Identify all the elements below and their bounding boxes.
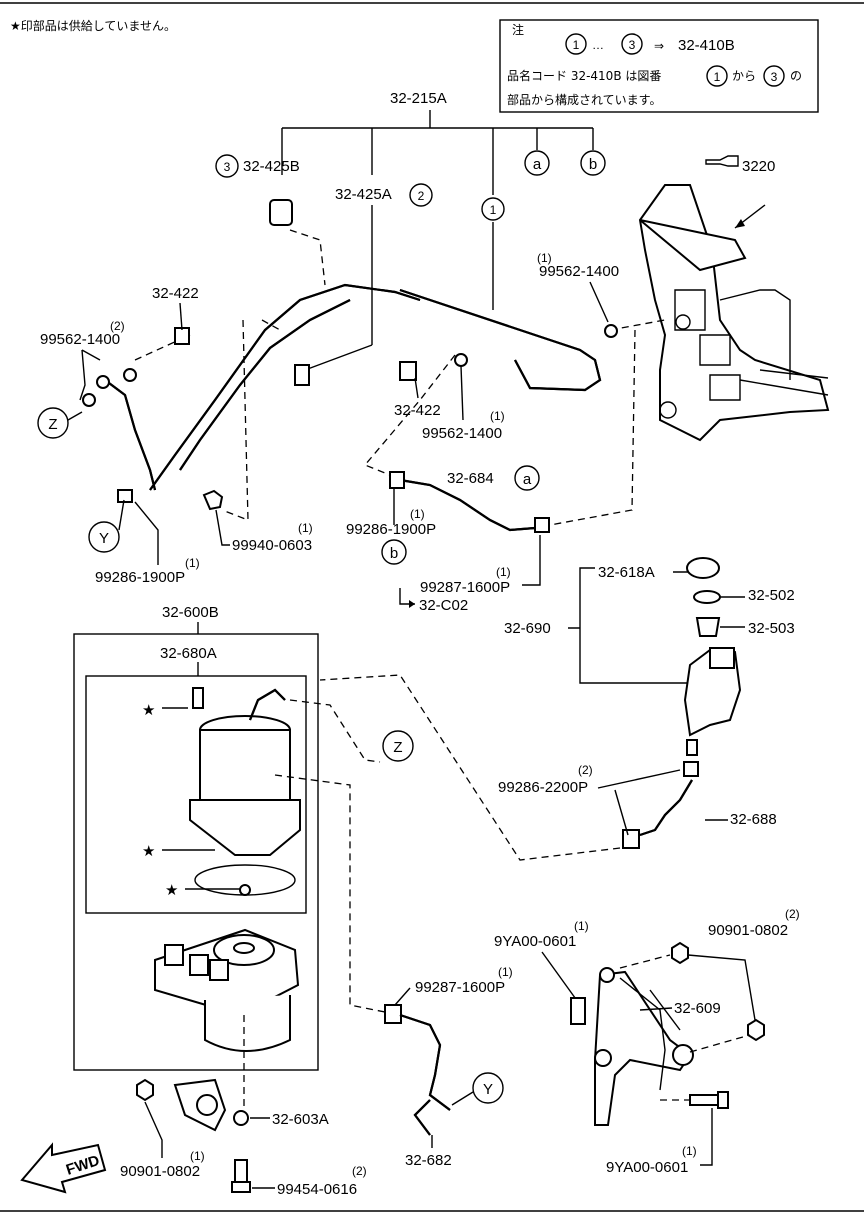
callout-y-top: Y xyxy=(99,530,109,547)
label-99286-1900P-mid: 99286-1900P xyxy=(346,521,436,538)
label-99562-1400-left: 99562-1400 xyxy=(40,331,120,348)
pump-bracket xyxy=(594,967,694,1126)
callout-b: b xyxy=(589,156,597,173)
nut-icon xyxy=(136,1078,154,1102)
label-9YA00-0601-top: 9YA00-0601 xyxy=(494,933,576,950)
label-90901-0802-right: 90901-0802 xyxy=(708,922,788,939)
supply-note: ★印部品は供給していません。 xyxy=(10,18,176,33)
bolt-icon xyxy=(689,1094,721,1106)
star-mark: ★ xyxy=(165,882,178,899)
motor-sub-box xyxy=(85,675,307,914)
svg-text:品名コード 32-410B は図番: 品名コード 32-410B は図番 xyxy=(507,68,661,83)
label-32-502: 32-502 xyxy=(748,587,795,604)
svg-text:3: 3 xyxy=(629,38,636,52)
callout-1: 1 xyxy=(490,203,497,217)
callout-3: 3 xyxy=(224,160,231,174)
svg-text:から: から xyxy=(732,69,756,83)
label-32-503: 32-503 xyxy=(748,620,795,637)
electric-pump-motor xyxy=(189,687,301,856)
label-99287-1600P-bottom: 99287-1600P xyxy=(415,979,505,996)
label-99286-2200P: 99286-2200P xyxy=(498,779,588,796)
label-32-684: 32-684 xyxy=(447,470,494,487)
svg-text:⇒: ⇒ xyxy=(654,39,664,53)
pump-housing xyxy=(154,928,300,1052)
label-32-609: 32-609 xyxy=(674,1000,721,1017)
svg-text:(2): (2) xyxy=(785,907,800,921)
svg-text:1: 1 xyxy=(573,38,580,52)
star-mark: ★ xyxy=(142,702,155,719)
svg-text:32-410B: 32-410B xyxy=(678,37,735,54)
label-32-680A: 32-680A xyxy=(160,645,217,662)
callout-a-hose: a xyxy=(523,471,532,488)
svg-text:(1): (1) xyxy=(190,1149,205,1163)
label-99562-1400-right: 99562-1400 xyxy=(539,263,619,280)
label-32-618A: 32-618A xyxy=(598,564,655,581)
callout-y-bottom: Y xyxy=(483,1081,493,1098)
callout-z-bottom: Z xyxy=(393,739,402,756)
reservoir-cap-icon xyxy=(686,557,720,579)
svg-text:3: 3 xyxy=(771,70,778,84)
svg-text:(1): (1) xyxy=(496,565,511,579)
label-32-682: 32-682 xyxy=(405,1152,452,1169)
svg-text:…: … xyxy=(592,38,604,52)
label-99286-1900P-left: 99286-1900P xyxy=(95,569,185,586)
svg-text:(1): (1) xyxy=(490,409,505,423)
steering-column xyxy=(638,184,830,442)
star-mark: ★ xyxy=(142,843,155,860)
label-99287-1600P-top: 99287-1600P xyxy=(420,579,510,596)
svg-text:(1): (1) xyxy=(185,556,200,570)
svg-text:部品から構成されています。: 部品から構成されています。 xyxy=(507,92,661,107)
callout-1-icon xyxy=(565,33,587,55)
label-32-422-mid: 32-422 xyxy=(394,402,441,419)
svg-text:(2): (2) xyxy=(110,319,125,333)
label-32-422-left: 32-422 xyxy=(152,285,199,302)
label-32-215A: 32-215A xyxy=(390,90,447,107)
label-99562-1400-mid: 99562-1400 xyxy=(422,425,502,442)
label-90901-0802-left: 90901-0802 xyxy=(120,1163,200,1180)
label-32-603A: 32-603A xyxy=(272,1111,329,1128)
note-box: 注 1 … 3 ⇒ 32-410B 品名コード 32-410B は図番 1 から… xyxy=(499,19,819,113)
pump-assembly-box xyxy=(73,633,319,1071)
svg-text:(1): (1) xyxy=(537,251,552,265)
svg-text:(1): (1) xyxy=(410,507,425,521)
ref-3220[interactable]: 3220 xyxy=(742,158,775,175)
pressure-hose-assembly xyxy=(82,199,618,511)
callout-z-top: Z xyxy=(48,416,57,433)
callout-2: 2 xyxy=(418,189,425,203)
pointing-hand-icon xyxy=(705,155,739,167)
label-32-C02: 32-C02 xyxy=(419,597,468,614)
bolt-icon xyxy=(570,997,586,1025)
svg-text:(1): (1) xyxy=(298,521,313,535)
label-32-600B: 32-600B xyxy=(162,604,219,621)
svg-text:(2): (2) xyxy=(352,1164,367,1178)
fwd-arrow-icon[interactable]: FWD xyxy=(20,1142,107,1194)
callout-a: a xyxy=(533,156,542,173)
svg-text:(2): (2) xyxy=(578,763,593,777)
svg-text:の: の xyxy=(790,69,802,83)
label-32-425B: 32-425B xyxy=(243,158,300,175)
label-32-425A: 32-425A xyxy=(335,186,392,203)
svg-text:(1): (1) xyxy=(498,965,513,979)
label-9YA00-0601-bottom: 9YA00-0601 xyxy=(606,1159,688,1176)
callout-3-icon xyxy=(621,33,643,55)
svg-text:(1): (1) xyxy=(574,919,589,933)
label-32-690: 32-690 xyxy=(504,620,551,637)
callout-b-hose: b xyxy=(390,545,398,562)
svg-text:1: 1 xyxy=(714,70,721,84)
nut-icon xyxy=(671,941,689,965)
label-99454-0616: 99454-0616 xyxy=(277,1181,357,1198)
label-99940-0603: 99940-0603 xyxy=(232,537,312,554)
note-box-title: 注 xyxy=(512,22,524,37)
hose-clamp-icon xyxy=(269,199,293,226)
svg-text:(1): (1) xyxy=(682,1144,697,1158)
label-32-688: 32-688 xyxy=(730,811,777,828)
